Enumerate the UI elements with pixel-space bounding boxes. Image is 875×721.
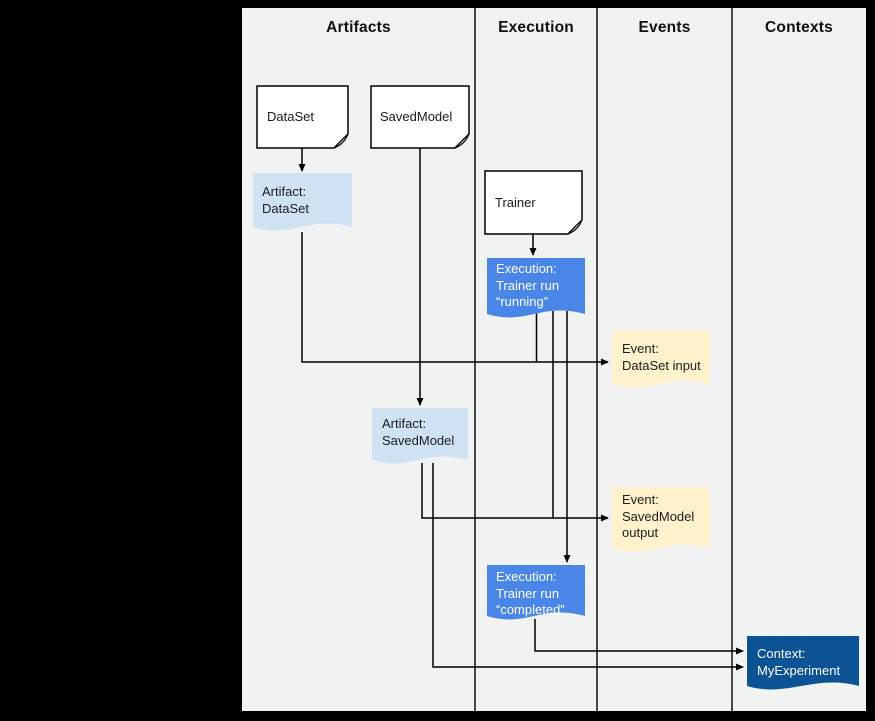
node-label-event-dataset-input: Event: DataSet input xyxy=(622,341,701,373)
arrow-artifact-dataset-to-event-dataset-input xyxy=(301,232,609,366)
node-label-artifact-dataset: Artifact: DataSet xyxy=(262,184,309,216)
folded-corner-icon xyxy=(567,219,583,235)
flag-execution-running xyxy=(487,258,585,318)
diagram-shapes-layer xyxy=(253,8,859,711)
column-header-execution: Execution xyxy=(498,19,574,36)
node-label-context-myexperiment: Context: MyExperiment xyxy=(757,646,841,678)
flag-artifact-dataset xyxy=(253,173,352,231)
column-header-events: Events xyxy=(638,19,691,36)
folded-corner-icon xyxy=(454,133,470,149)
flag-event-dataset-input xyxy=(612,330,710,388)
flag-event-savedmodel-output xyxy=(612,487,710,552)
column-dividers xyxy=(474,8,733,711)
node-label-event-savedmodel-output: Event: SavedModel output xyxy=(622,492,695,540)
node-label-execution-running: Execution: Trainer run “running” xyxy=(496,261,560,309)
connectors xyxy=(298,148,744,671)
column-header-artifacts: Artifacts xyxy=(326,19,391,36)
flag-execution-completed xyxy=(487,565,585,620)
node-label-savedmodel: SavedModel xyxy=(380,109,453,124)
node-label-trainer: Trainer xyxy=(495,195,536,210)
record-shapes xyxy=(253,173,859,690)
column-header-contexts: Contexts xyxy=(765,19,833,36)
mlmd-flow-diagram: Artifacts Execution Events Contexts Data… xyxy=(242,8,866,711)
node-label-execution-completed: Execution: Trainer run “completed” xyxy=(496,569,565,617)
node-label-artifact-savedmodel: Artifact: SavedModel xyxy=(382,416,455,448)
arrow-artifact-savedmodel-to-context xyxy=(432,463,744,671)
arrow-execution-completed-to-context xyxy=(534,619,744,655)
node-label-dataset: DataSet xyxy=(267,109,314,124)
arrow-artifact-savedmodel-to-event-savedmodel-output xyxy=(421,463,609,522)
document-shapes xyxy=(256,85,583,235)
flag-artifact-savedmodel xyxy=(372,408,468,464)
flag-context-myexperiment xyxy=(747,636,859,690)
folded-corner-icon xyxy=(333,133,349,149)
